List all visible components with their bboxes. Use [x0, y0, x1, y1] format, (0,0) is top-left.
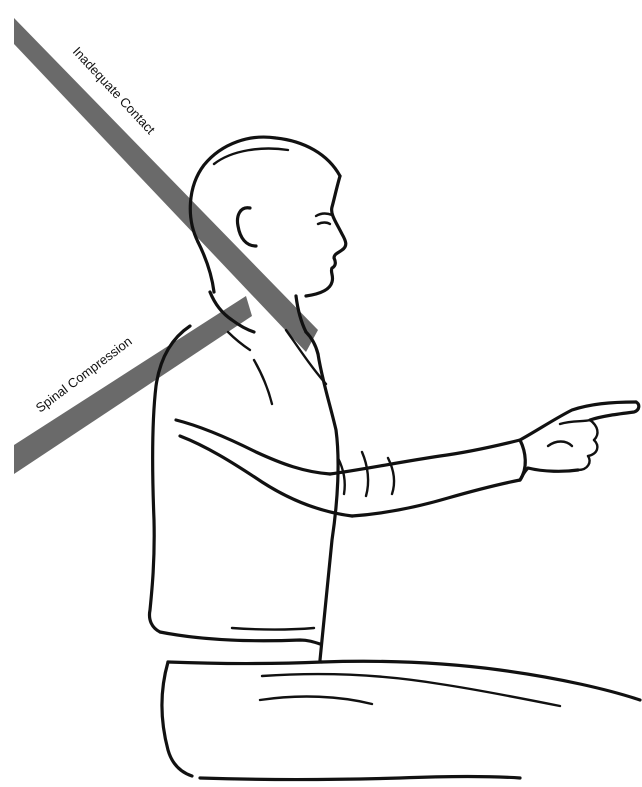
- upper-strap: [14, 18, 318, 352]
- lower-strap: [14, 296, 252, 474]
